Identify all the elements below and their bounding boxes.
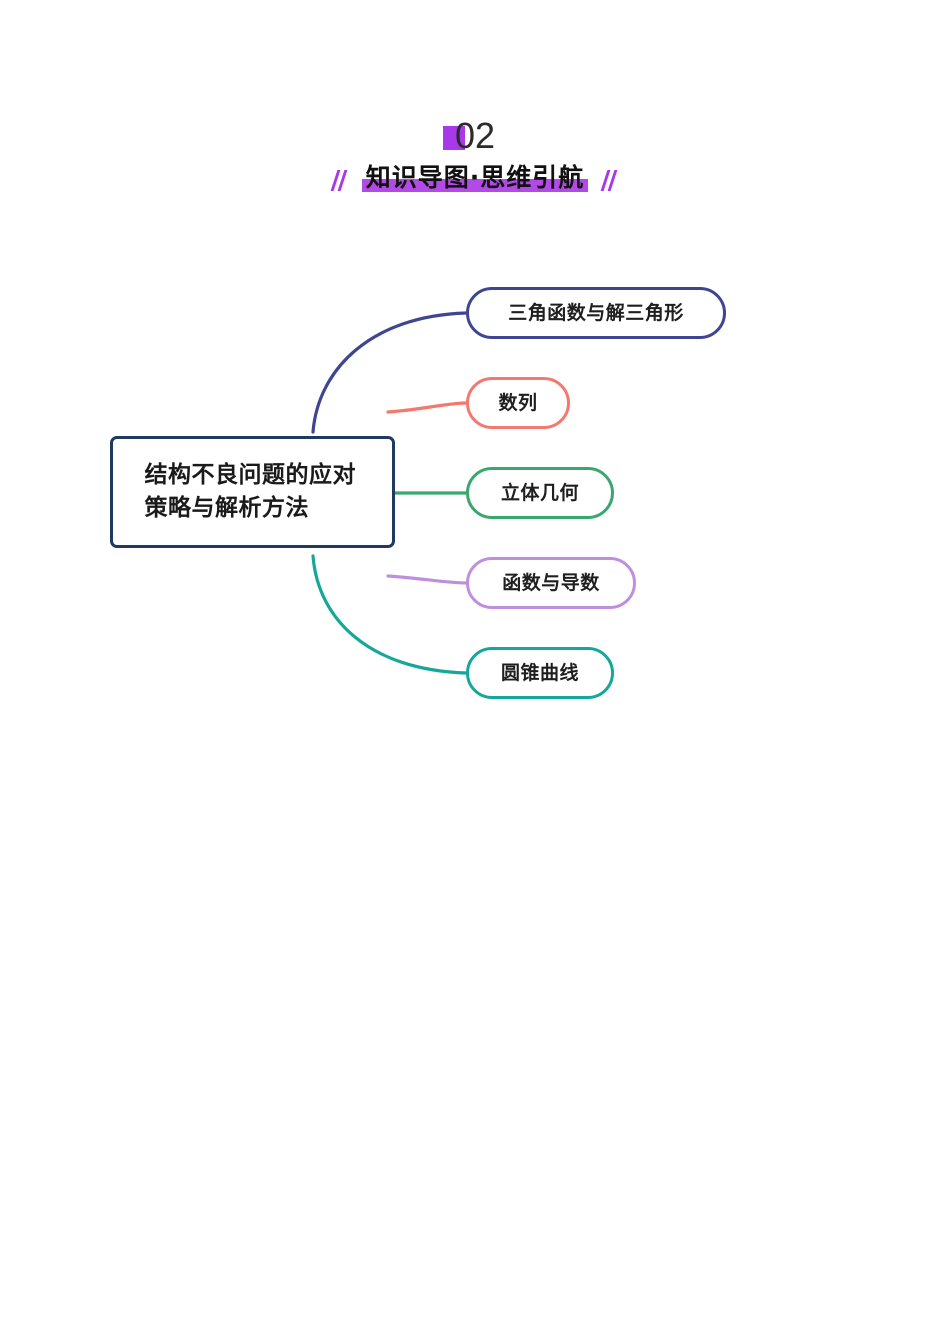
section-number-text: 02 [454,115,496,156]
central-node[interactable]: 结构不良问题的应对策略与解析方法 [110,436,395,548]
connector-line-0 [311,311,468,434]
branch-node-label: 圆锥曲线 [500,662,579,684]
page-title: 知识导图·思维引航 [365,163,585,192]
connector-line-1 [386,401,468,414]
central-node-label: 结构不良问题的应对策略与解析方法 [144,462,356,521]
section-header: 02 知识导图·思维引航 [0,112,950,202]
left-slash-decoration-icon [330,170,348,192]
purple-square-accent-icon [442,126,465,150]
branch-node-label: 立体几何 [500,482,579,504]
branch-node-sequences[interactable]: 数列 [466,377,570,429]
section-number-inner: 02 [442,112,496,160]
branch-node-functions-derivatives[interactable]: 函数与导数 [466,557,636,609]
mindmap-diagram: 结构不良问题的应对策略与解析方法 三角函数与解三角形 数列 立体几何 函数与导数… [0,260,950,730]
branch-node-trigonometry[interactable]: 三角函数与解三角形 [466,287,726,339]
branch-node-solid-geometry[interactable]: 立体几何 [466,467,614,519]
section-number-block: 02 [0,112,950,160]
title-row: 知识导图·思维引航 [0,156,950,200]
right-slash-decoration-icon [600,170,618,192]
branch-node-label: 数列 [498,392,538,414]
connector-line-3 [386,574,468,585]
title-highlight-bar [361,179,589,192]
branch-node-conic-sections[interactable]: 圆锥曲线 [466,647,614,699]
title-core: 知识导图·思维引航 [361,163,589,193]
branch-node-label: 函数与导数 [502,572,600,594]
branch-node-label: 三角函数与解三角形 [508,302,684,324]
connector-layer [311,311,468,675]
connector-line-4 [311,554,468,675]
